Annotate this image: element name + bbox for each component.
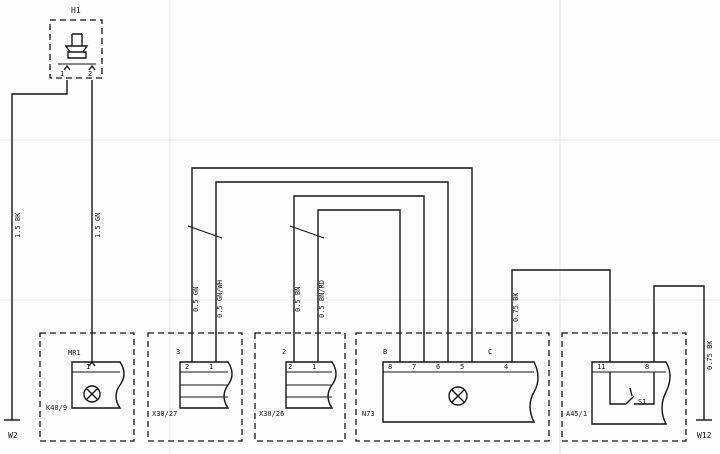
a45-1-switch-label: S1 <box>638 398 646 406</box>
a45-1-label: A45/1 <box>566 410 587 418</box>
x30-27-pin-2: 2 <box>185 363 189 371</box>
k40-9-body <box>71 361 125 409</box>
x30-26-housing <box>254 332 346 442</box>
n73-pin-8: 8 <box>388 363 392 371</box>
horn-h1: H1 1 2 <box>49 6 103 79</box>
h1-pin-arrows <box>63 64 96 71</box>
h1-pin-left: 1 <box>60 70 64 78</box>
k40-9-pin: 1 <box>86 363 90 371</box>
wire-x30-27-pin2-to-n73-pin5 <box>191 167 473 362</box>
wire-15bk-label: 1.5 BK <box>14 212 22 238</box>
n73-connector-c: C <box>488 348 492 356</box>
n73-label: N73 <box>362 410 375 418</box>
wire-a45-1-pin8-to-w12 <box>653 285 705 420</box>
x30-26-pin-2: 2 <box>288 363 292 371</box>
wire-05gn-label: 0.5 GN <box>192 287 200 312</box>
x30-27-pin-1: 1 <box>209 363 213 371</box>
wire-05bn-label: 0.5 BN <box>294 287 302 312</box>
n73-pin-4: 4 <box>504 363 508 371</box>
wire-05bnrd-label: 0.5 BN/RD <box>318 280 326 318</box>
h1-label: H1 <box>71 6 81 15</box>
x30-26-connector: 2 <box>282 348 286 356</box>
connector-x30-27: 3 2 1 X30/27 <box>147 332 243 442</box>
transistor-icon-cross <box>85 387 99 401</box>
n73-connector-b: B <box>383 348 387 356</box>
k40-9-label: K40/9 <box>46 404 67 412</box>
wire-15gn-label: 1.5 GN <box>94 213 102 238</box>
wire-n73-pin4-to-a45-1-pin11 <box>511 269 611 362</box>
a45-1-housing <box>561 332 687 442</box>
ground-w2-label: W2 <box>8 431 18 440</box>
wire-x30-27-pin1-to-n73-pin6 <box>215 181 449 362</box>
transistor-icon <box>83 385 101 403</box>
switch-icon <box>625 387 635 405</box>
x30-27-connector: 3 <box>176 348 180 356</box>
a45-1-pin-11: 11 <box>597 363 605 371</box>
wire-075bk-b-label: 0.75 BK <box>706 340 714 370</box>
n73-body <box>382 361 539 423</box>
n73-pin-7: 7 <box>412 363 416 371</box>
a45-1-switch-wiring <box>609 372 655 405</box>
wire-x30-26-pin1-to-n73-pin8 <box>317 209 401 362</box>
wire-x30-26-pin2-to-n73-pin7 <box>293 195 425 362</box>
ground-w12-label: W12 <box>697 431 712 440</box>
x30-26-bus-lines <box>286 371 332 398</box>
x30-26-pin-1: 1 <box>312 363 316 371</box>
horn-icon <box>64 33 89 59</box>
k40-9-housing <box>39 332 135 442</box>
n73-transistor-icon <box>448 386 468 406</box>
x30-27-bus-lines <box>180 371 228 398</box>
h1-pin-right: 2 <box>88 70 92 78</box>
a45-1-body <box>591 361 671 425</box>
twisted-pair-marker-x30-27 <box>187 225 223 239</box>
wire-075bk-a-label: 0.75 BK <box>512 292 520 322</box>
x30-27-housing <box>147 332 243 442</box>
h1-housing <box>49 19 103 79</box>
connector-x30-26: 2 2 1 X30/26 <box>254 332 346 442</box>
a45-1-pin-8: 8 <box>645 363 649 371</box>
wire-15bk <box>11 80 68 420</box>
n73-pin-6: 6 <box>436 363 440 371</box>
twisted-pair-marker-x30-26 <box>289 225 325 239</box>
relay-k40-9: MR1 1 K40/9 <box>39 332 135 442</box>
k40-9-connector: MR1 <box>68 349 81 357</box>
x30-27-label: X30/27 <box>152 410 177 418</box>
module-n73: B C 8 7 6 5 4 N73 <box>355 332 550 442</box>
n73-transistor-icon-cross <box>451 389 465 403</box>
wire-05gnwh-label: 0.5 GN/WH <box>216 280 224 318</box>
k40-9-pin-arrow <box>88 360 96 367</box>
x30-26-label: X30/26 <box>259 410 284 418</box>
module-a45-1: 11 8 S1 A45/1 <box>561 332 687 442</box>
n73-pin-5: 5 <box>460 363 464 371</box>
